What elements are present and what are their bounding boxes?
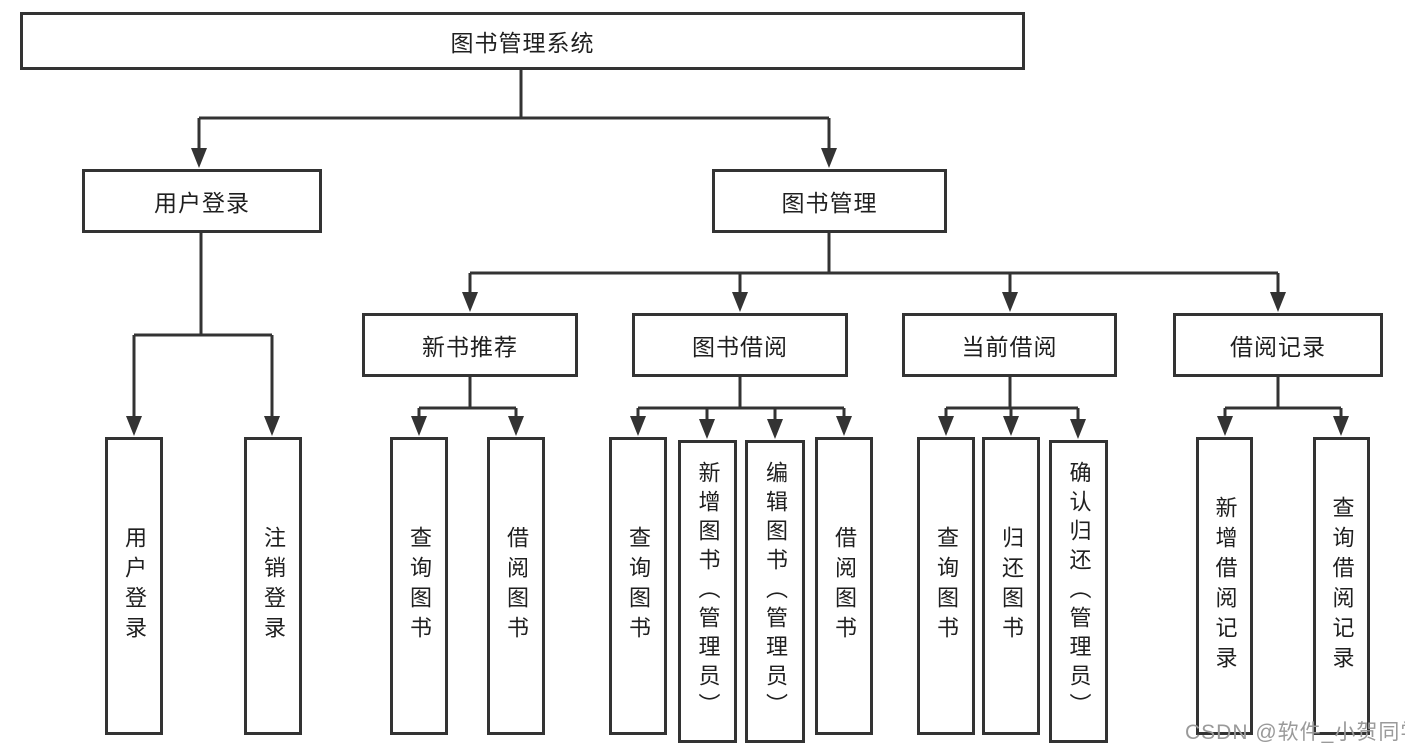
leaf-label: 新增借阅记录 [1212, 496, 1238, 676]
leaf-label: 借阅图书 [832, 526, 857, 646]
node-book-mgmt-branch: 图书管理 [712, 169, 947, 233]
leaf-confirm-return-admin: 确认归还（管理员） [1049, 440, 1108, 743]
watermark: CSDN @软件_小贺同学 [1185, 721, 1405, 744]
node-root-system: 图书管理系统 [20, 12, 1025, 70]
arrow-down-icon [836, 416, 852, 436]
node-label: 用户登录 [154, 190, 250, 216]
connector-edges [132, 70, 1343, 421]
leaf-add-books-admin: 新增图书（管理员） [678, 440, 737, 743]
leaf-label: 注销登录 [261, 526, 286, 646]
arrow-down-icon [1070, 419, 1086, 439]
node-label: 新书推荐 [422, 334, 518, 360]
connector-arrows [126, 148, 1349, 439]
leaf-label: 查询借阅记录 [1329, 496, 1355, 676]
arrow-down-icon [126, 416, 142, 436]
arrow-down-icon [630, 416, 646, 436]
arrow-down-icon [1003, 416, 1019, 436]
leaf-edit-books-admin: 编辑图书（管理员） [745, 440, 805, 743]
arrow-down-icon [767, 419, 783, 439]
leaf-label: 编辑图书（管理员） [763, 461, 788, 722]
leaf-label: 查询图书 [407, 526, 432, 646]
arrow-down-icon [508, 416, 524, 436]
arrow-down-icon [462, 292, 478, 312]
node-book-borrow: 图书借阅 [632, 313, 848, 377]
arrow-down-icon [191, 148, 207, 168]
leaf-label: 查询图书 [934, 526, 959, 646]
leaf-return-books: 归还图书 [982, 437, 1040, 735]
arrow-down-icon [1002, 292, 1018, 312]
arrow-down-icon [1270, 292, 1286, 312]
node-label: 图书管理 [781, 190, 878, 216]
arrow-down-icon [264, 416, 280, 436]
leaf-label: 归还图书 [999, 526, 1024, 646]
node-label: 图书借阅 [692, 334, 788, 360]
arrow-down-icon [699, 419, 715, 439]
leaf-label: 新增图书（管理员） [695, 461, 721, 722]
arrow-down-icon [821, 148, 837, 168]
leaf-label: 借阅图书 [504, 526, 529, 646]
leaf-label: 查询图书 [626, 526, 651, 646]
leaf-query-books: 查询图书 [917, 437, 975, 735]
leaf-label: 用户登录 [122, 526, 147, 646]
leaf-label: 确认归还（管理员） [1066, 461, 1092, 722]
node-new-book-recommend: 新书推荐 [362, 313, 578, 377]
leaf-borrow-books: 借阅图书 [487, 437, 545, 735]
arrow-down-icon [1333, 416, 1349, 436]
arrow-down-icon [938, 416, 954, 436]
node-borrow-records: 借阅记录 [1173, 313, 1383, 377]
node-current-borrow: 当前借阅 [902, 313, 1117, 377]
node-label: 图书管理系统 [450, 30, 595, 56]
arrow-down-icon [411, 416, 427, 436]
node-user-login-branch: 用户登录 [82, 169, 322, 233]
leaf-query-borrow-record: 查询借阅记录 [1313, 437, 1370, 735]
node-label: 借阅记录 [1230, 334, 1326, 360]
leaf-logout: 注销登录 [244, 437, 302, 735]
leaf-add-borrow-record: 新增借阅记录 [1196, 437, 1253, 735]
leaf-query-books: 查询图书 [609, 437, 667, 735]
leaf-user-login: 用户登录 [105, 437, 163, 735]
leaf-borrow-books: 借阅图书 [815, 437, 873, 735]
leaf-query-books: 查询图书 [390, 437, 448, 735]
node-label: 当前借阅 [961, 334, 1058, 360]
arrow-down-icon [1217, 416, 1233, 436]
arrow-down-icon [732, 292, 748, 312]
